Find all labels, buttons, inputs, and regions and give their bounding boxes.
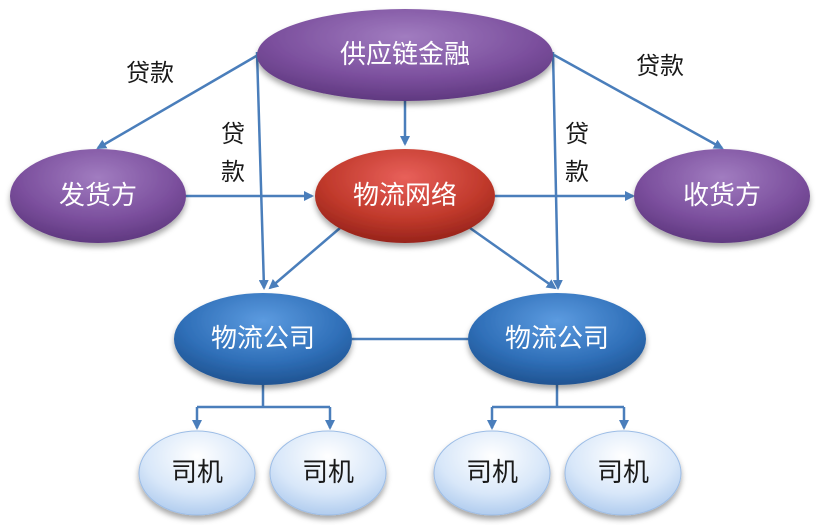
edge-network-to-logistics-left [268,227,341,290]
node-label-finance: 供应链金融 [340,40,470,70]
node-label-logistics-right: 物流公司 [505,324,609,354]
node-label-receiver: 收货方 [683,181,761,211]
node-driver-4: 司机 [564,430,682,516]
loan-label-shipper: 贷款 [126,59,174,87]
node-receiver: 收货方 [634,149,810,243]
node-driver-3: 司机 [433,430,551,516]
edge-network-to-logistics-right [469,226,557,290]
node-shipper: 发货方 [10,149,186,243]
edge-finance-to-logistics-right [551,51,563,290]
node-supply-chain-finance: 供应链金融 [257,9,553,101]
node-label-driver-4: 司机 [597,458,649,488]
loan-label-left-bottom: 款 [221,158,245,186]
node-label-logistics-left: 物流公司 [211,324,315,354]
loan-label-right-top: 贷 [565,120,589,148]
node-driver-2: 司机 [269,430,387,516]
node-label-shipper: 发货方 [59,181,137,211]
edge-finance-to-logistics-left [255,51,269,290]
node-logistics-company-right: 物流公司 [468,293,646,385]
node-logistics-company-left: 物流公司 [174,293,352,385]
node-driver-1: 司机 [138,430,256,516]
loan-label-left-top: 贷 [221,120,245,148]
loan-label-right-bottom: 款 [565,158,589,186]
node-label-driver-1: 司机 [171,458,223,488]
node-label-driver-3: 司机 [466,458,518,488]
loan-label-receiver: 贷款 [636,52,684,80]
node-logistics-network: 物流网络 [315,149,495,243]
node-label-driver-2: 司机 [302,458,354,488]
node-label-network: 物流网络 [353,181,457,211]
edge-finance-to-shipper [96,53,259,150]
edge-finance-to-receiver [553,53,724,150]
